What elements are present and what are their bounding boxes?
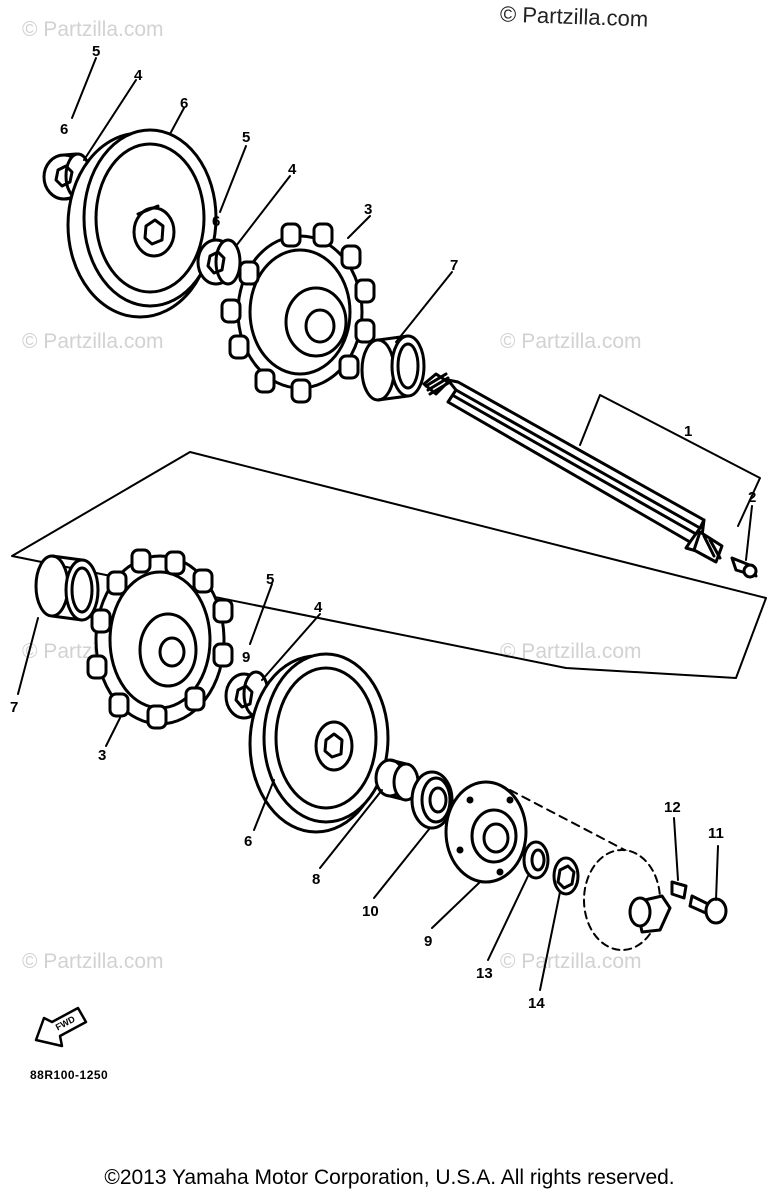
diagram-code: 88R100-1250 xyxy=(30,1068,109,1082)
callout-2: 2 xyxy=(748,489,756,506)
wheel-part-6 xyxy=(248,652,390,834)
callout-4: 4 xyxy=(288,161,297,178)
callout-5: 5 xyxy=(266,571,274,588)
assembly-outline xyxy=(11,451,767,679)
callout-12: 12 xyxy=(664,799,681,816)
watermark-faded: © Partzilla.com xyxy=(500,950,642,973)
leader-lines xyxy=(17,57,753,991)
bearing-part-10 xyxy=(410,770,454,830)
nut-part-14 xyxy=(552,856,580,896)
bolt-part-11 xyxy=(688,894,728,925)
shaft-end-part-2 xyxy=(730,556,758,579)
callout-4: 4 xyxy=(134,67,143,84)
fwd-arrow-icon xyxy=(34,1006,88,1048)
callout-5: 5 xyxy=(242,129,250,146)
watermark-faded: © Partzilla.com xyxy=(500,330,642,353)
callout-7: 7 xyxy=(450,257,458,274)
sprocket-part-3 xyxy=(86,548,234,730)
housing-plate xyxy=(583,849,672,951)
callout-7: 7 xyxy=(10,699,18,716)
callout-14: 14 xyxy=(528,995,545,1012)
callout-4: 4 xyxy=(314,599,323,616)
callout-9: 9 xyxy=(424,933,432,950)
watermark-faded: © Partzilla.com xyxy=(22,950,164,973)
sleeve-part-7 xyxy=(360,334,426,402)
callout-3: 3 xyxy=(364,201,372,218)
lock-part-12 xyxy=(670,880,688,900)
callout-1: 1 xyxy=(684,423,692,440)
sprocket-part-3 xyxy=(220,222,376,404)
callout-6: 6 xyxy=(212,213,220,230)
washer-part-13 xyxy=(522,840,550,880)
collar-part-5 xyxy=(224,670,270,720)
callout-3: 3 xyxy=(98,747,106,764)
wheel-part-6 xyxy=(66,128,218,319)
watermark-faded: © Partzilla.com xyxy=(22,330,164,353)
callout-9: 9 xyxy=(242,649,250,666)
callout-8: 8 xyxy=(312,871,320,888)
callout-6: 6 xyxy=(60,121,68,138)
housing-part-9 xyxy=(444,780,528,884)
sleeve-part-7 xyxy=(34,554,100,622)
watermark-faded: © Partzilla.com xyxy=(500,640,642,663)
bracket-1 xyxy=(579,394,761,527)
callout-13: 13 xyxy=(476,965,493,982)
shaft-part-1 xyxy=(422,372,724,564)
assembly-axis-dashed xyxy=(509,789,641,859)
callout-6: 6 xyxy=(180,95,188,112)
collar-part-5 xyxy=(196,238,242,286)
copyright-notice: ©2013 Yamaha Motor Corporation, U.S.A. A… xyxy=(104,1166,675,1189)
callout-6: 6 xyxy=(244,833,252,850)
callout-10: 10 xyxy=(362,903,379,920)
callout-5: 5 xyxy=(92,43,100,60)
callout-11: 11 xyxy=(708,825,724,842)
watermark-faded: © Partzilla.com xyxy=(22,18,164,41)
